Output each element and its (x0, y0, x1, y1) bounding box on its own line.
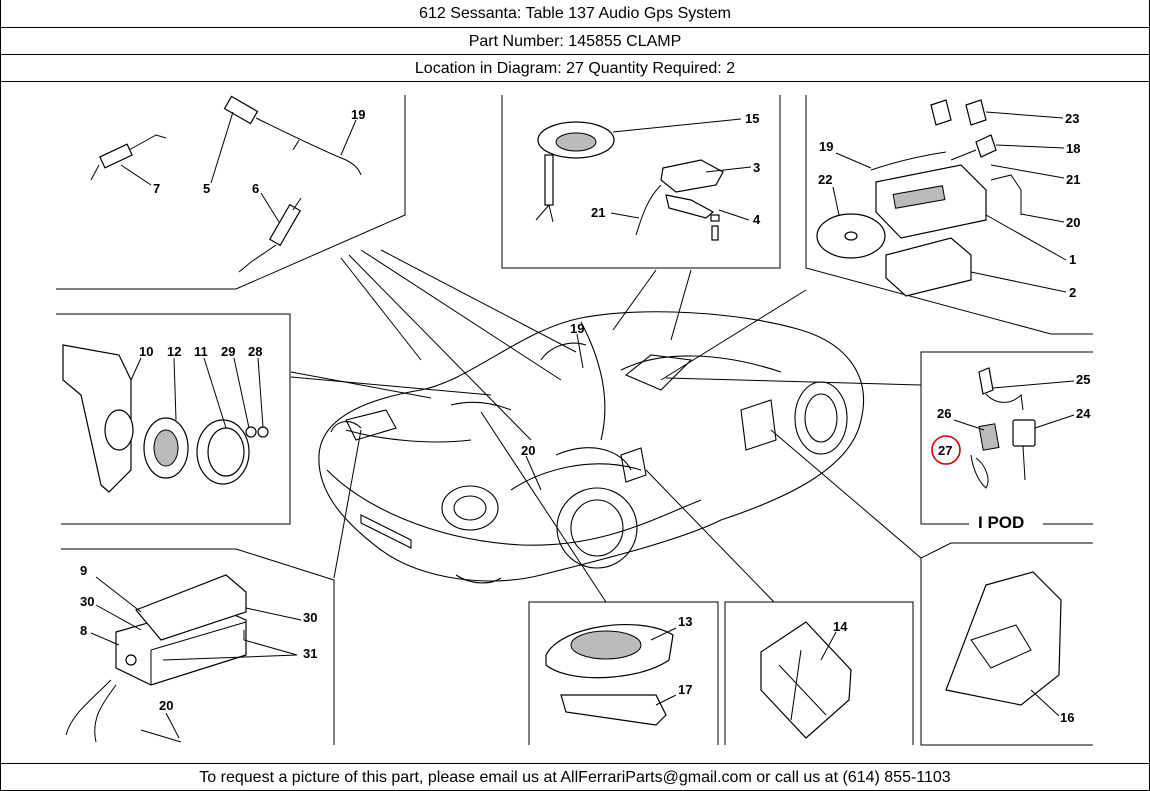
callout-30-left: 30 (80, 594, 94, 609)
panel-borders (56, 95, 1093, 746)
callout-28: 28 (248, 344, 262, 359)
callout-7: 7 (153, 181, 160, 196)
callout-16: 16 (1060, 710, 1074, 725)
door-speaker-parts (62, 344, 269, 493)
ipod-section-label: I POD (978, 513, 1024, 532)
callout-20-car: 20 (521, 443, 535, 458)
callout-2: 2 (1069, 285, 1076, 300)
callout-20-headunit: 20 (1066, 215, 1080, 230)
antenna-harness-parts (90, 95, 362, 273)
callout-20-amplifier: 20 (159, 698, 173, 713)
callout-8: 8 (80, 623, 87, 638)
callout-19-headunit: 19 (819, 139, 833, 154)
location-line: Location in Diagram: 27 Quantity Require… (1, 55, 1149, 82)
exploded-parts-diagram: I POD 1 2 3 4 5 6 7 8 9 10 11 12 13 14 1… (1, 82, 1149, 763)
leader-lines (290, 249, 922, 603)
callout-6: 6 (252, 181, 259, 196)
callout-19-car: 19 (570, 321, 584, 336)
callout-22: 22 (818, 172, 832, 187)
callout-18: 18 (1066, 141, 1080, 156)
page-title: 612 Sessanta: Table 137 Audio Gps System (1, 0, 1149, 28)
callout-5: 5 (203, 181, 210, 196)
callout-26: 26 (937, 406, 951, 421)
callout-1: 1 (1069, 252, 1076, 267)
callout-31: 31 (303, 646, 317, 661)
car-outline (318, 311, 865, 584)
callout-4: 4 (753, 212, 761, 227)
callout-14: 14 (833, 619, 848, 634)
callout-13: 13 (678, 614, 692, 629)
subwoofer-and-bracket-parts (545, 571, 1062, 739)
callout-19-harness: 19 (351, 107, 365, 122)
amplifier-parts (65, 574, 247, 743)
callout-21-gps: 21 (591, 205, 605, 220)
callout-21-headunit: 21 (1066, 172, 1080, 187)
ipod-kit-parts (970, 367, 1036, 489)
callout-12: 12 (167, 344, 181, 359)
callout-24: 24 (1076, 406, 1091, 421)
callout-numbers: 1 2 3 4 5 6 7 8 9 10 11 12 13 14 15 16 1… (80, 107, 1091, 725)
head-unit-parts (816, 99, 1022, 297)
callout-30-right: 30 (303, 610, 317, 625)
callout-25: 25 (1076, 372, 1090, 387)
gps-speaker-parts (535, 121, 724, 241)
callout-9: 9 (80, 563, 87, 578)
callout-17: 17 (678, 682, 692, 697)
contact-footer: To request a picture of this part, pleas… (1, 763, 1149, 790)
highlight-circle-27 (931, 435, 961, 465)
part-number-line: Part Number: 145855 CLAMP (1, 28, 1149, 55)
callout-3: 3 (753, 160, 760, 175)
callout-29: 29 (221, 344, 235, 359)
callout-lines (90, 111, 1075, 739)
callout-27: 27 (938, 443, 952, 458)
callout-23: 23 (1065, 111, 1079, 126)
callout-15: 15 (745, 111, 759, 126)
callout-10: 10 (139, 344, 153, 359)
callout-11: 11 (194, 344, 208, 359)
